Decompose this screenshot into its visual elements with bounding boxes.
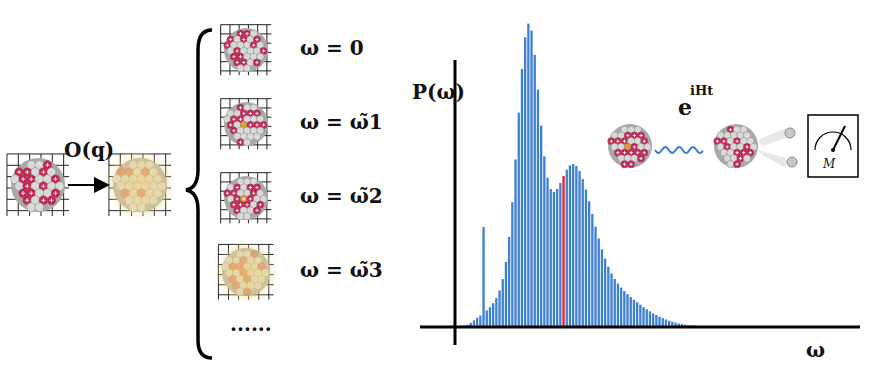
- beam: [758, 150, 786, 168]
- brace: [186, 30, 212, 358]
- histogram-bar: [530, 31, 532, 327]
- needle: [833, 126, 845, 150]
- histogram-bar: [655, 315, 657, 327]
- histogram-bar: [610, 273, 612, 327]
- axis-label: ω: [806, 340, 825, 360]
- histogram-bar: [546, 178, 548, 327]
- histogram-bar: [534, 55, 536, 327]
- histogram-bar: [591, 214, 593, 327]
- exponent: iHt: [690, 84, 713, 97]
- histogram-bar: [559, 183, 561, 327]
- arrow: [68, 184, 108, 186]
- histogram-bar: [572, 164, 574, 327]
- histogram-bar: [604, 259, 606, 327]
- histogram-bar: [505, 262, 507, 327]
- wave: [655, 147, 703, 153]
- histogram-bar: [486, 310, 488, 327]
- nucleus: [224, 28, 268, 72]
- histogram-bar: [514, 159, 516, 327]
- histogram-bar: [482, 227, 484, 327]
- histogram-bar: [575, 166, 577, 327]
- nucleus: [224, 176, 268, 220]
- histogram-bar: [633, 300, 635, 327]
- histogram-bar: [569, 166, 571, 327]
- histogram-bar: [658, 317, 660, 327]
- emitted-particle: [785, 128, 795, 138]
- histogram-bar: [543, 156, 545, 327]
- lattice: [221, 173, 272, 224]
- histogram-bar: [598, 239, 600, 327]
- dial: [815, 132, 851, 150]
- x-axis: [420, 326, 860, 329]
- histogram-bar: [502, 279, 504, 327]
- energy-label: ω = ω̃3: [300, 260, 383, 280]
- histogram-bar: [479, 316, 481, 327]
- marked-bar: [562, 176, 564, 327]
- detector-label: M: [823, 158, 835, 170]
- histogram-bar: [626, 294, 628, 327]
- histogram-bar: [636, 302, 638, 327]
- lattice: [221, 25, 272, 76]
- histogram-bar: [585, 189, 587, 327]
- histogram-bar: [511, 202, 513, 327]
- beam: [758, 128, 786, 146]
- histogram-bar: [607, 267, 609, 327]
- histogram-bar: [582, 179, 584, 327]
- histogram-bar: [527, 24, 529, 327]
- histogram-bar: [652, 313, 654, 327]
- histogram-bar: [537, 90, 539, 327]
- emitted-particle: [787, 157, 797, 167]
- axis-label: P(ω): [412, 82, 465, 102]
- lattice: [7, 154, 69, 216]
- dial-pivot: [831, 148, 835, 152]
- ellipsis: ......: [230, 314, 272, 334]
- energy-label: ω = ω̃2: [300, 186, 383, 206]
- nucleus: [224, 102, 268, 146]
- histogram-bar: [495, 298, 497, 327]
- histogram-bar: [623, 291, 625, 327]
- histogram-bar: [498, 290, 500, 327]
- nucleus: [714, 124, 758, 168]
- energy-label: ω = ω̃1: [300, 112, 383, 132]
- lattice: [221, 99, 272, 150]
- nucleus: [608, 124, 652, 168]
- histogram-bar: [518, 113, 520, 327]
- histogram-bar: [521, 69, 523, 327]
- histogram-bar: [588, 201, 590, 327]
- histogram-bar: [556, 189, 558, 327]
- histogram-bar: [617, 284, 619, 327]
- histogram-bar: [649, 311, 651, 327]
- histogram-bar: [550, 189, 552, 327]
- detector-box: [808, 115, 858, 177]
- histogram-bar: [566, 170, 568, 327]
- histogram-bar: [601, 249, 603, 327]
- histogram-bar: [492, 303, 494, 327]
- histogram-bar: [524, 37, 526, 327]
- histogram-bar: [630, 297, 632, 327]
- histogram-bar: [553, 192, 555, 327]
- histogram-bar: [594, 227, 596, 327]
- histogram-bar: [614, 279, 616, 327]
- histogram-bar: [578, 171, 580, 327]
- histogram-bar: [639, 305, 641, 327]
- operator-label: O(q): [64, 140, 114, 160]
- energy-label: ω = 0: [300, 38, 364, 58]
- y-axis: [454, 60, 457, 345]
- nucleus: [105, 150, 175, 220]
- histogram-bar: [642, 307, 644, 327]
- histogram-bar: [508, 237, 510, 327]
- histogram-bar: [489, 307, 491, 327]
- exponential: e: [678, 96, 692, 118]
- histogram-bar: [620, 288, 622, 327]
- nucleus: [215, 241, 277, 303]
- histogram-bar: [646, 309, 648, 327]
- histogram-bar: [540, 126, 542, 327]
- nucleus: [11, 158, 65, 212]
